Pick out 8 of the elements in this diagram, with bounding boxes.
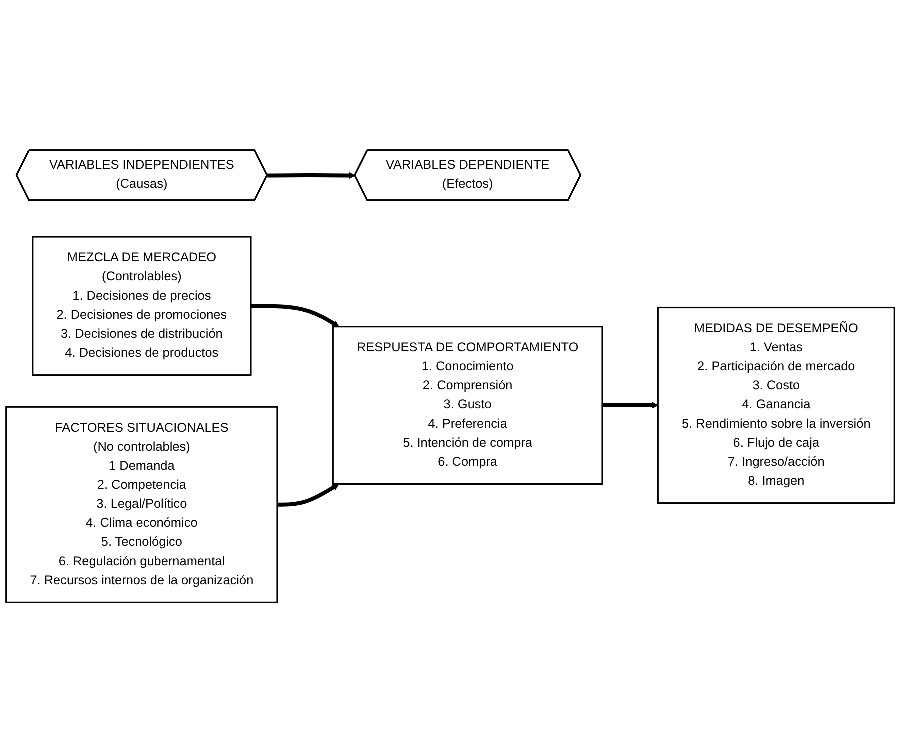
arrow (277, 484, 340, 508)
node-box: MEZCLA DE MERCADEO (Controlables) 1. Decisiones de precios 2. Decisiones de promociones 3. Decisiones de distribución 4. Decisiones de productos (32, 236, 252, 377)
arrow (268, 172, 356, 180)
node-box: RESPUESTA DE COMPORTAMIENTO 1. Conocimiento 2. Comprensión 3. Gusto 4. Preferencia 5. Intención de compra 6. Compra (332, 326, 604, 486)
arrow (602, 402, 658, 410)
node-box: FACTORES SITUACIONALES (No controlables) 1 Demanda 2. Competencia 3. Legal/Político 4. Clima económico 5. Tecnológico 6. Regulación gubernamental 7. Recursos internos de la organización (6, 406, 278, 604)
node-box: MEDIDAS DE DESEMPEÑO 1. Ventas 2. Participación de mercado 3. Costo 4. Ganancia 5. Rendimiento sobre la inversión 6. Flujo de caja 7. Ingreso/acción 8. Imagen (657, 307, 896, 505)
arrow (250, 304, 340, 328)
